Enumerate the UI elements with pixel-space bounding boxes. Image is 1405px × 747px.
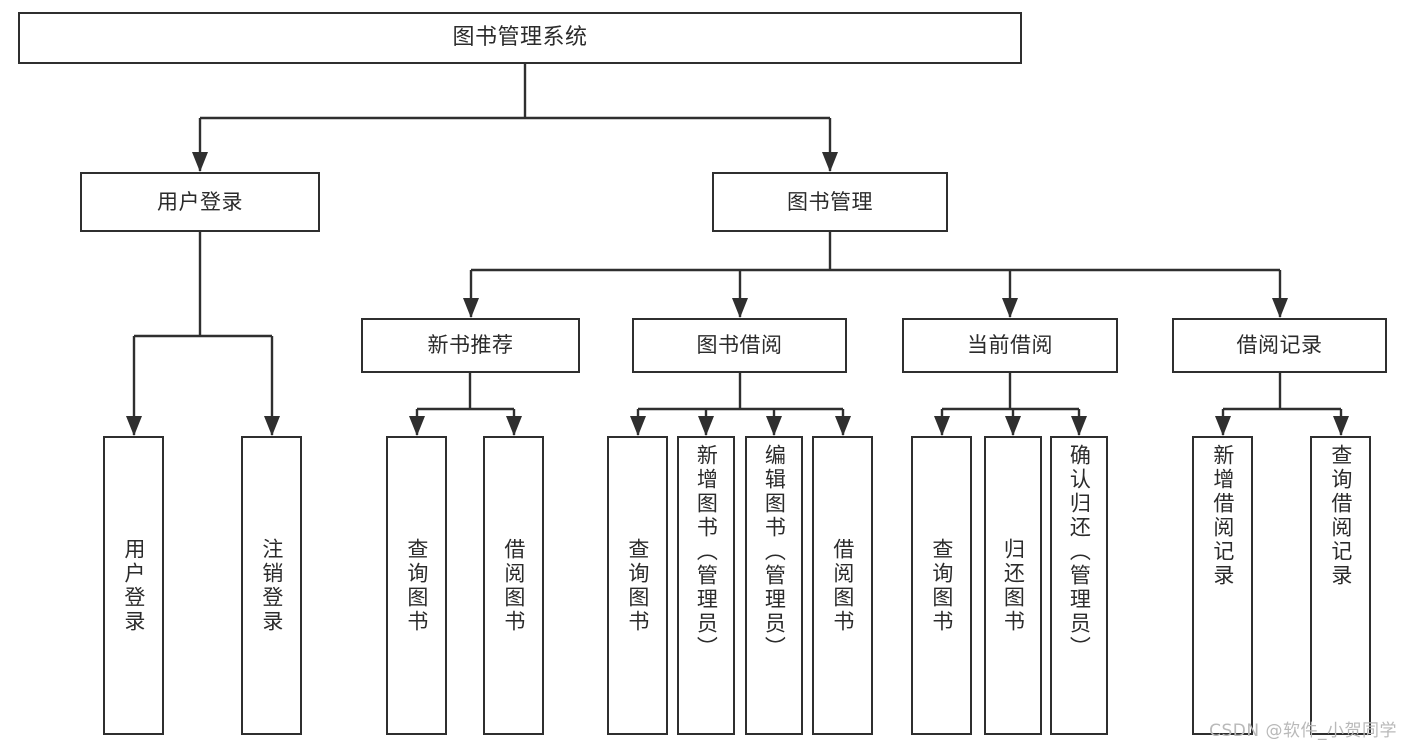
node-leaf-rec-borrow-book[interactable]: 借阅图书 bbox=[483, 436, 544, 735]
arrow-head-icon bbox=[698, 416, 714, 436]
node-leaf-borrow-add-book[interactable]: 新增图书（管理员） bbox=[677, 436, 735, 735]
node-label: 用户登录 bbox=[121, 537, 146, 634]
arrow-head-icon bbox=[732, 298, 748, 318]
node-label: 注销登录 bbox=[259, 537, 284, 634]
node-label: 借阅图书 bbox=[830, 537, 855, 634]
node-borrow-record[interactable]: 借阅记录 bbox=[1172, 318, 1387, 373]
arrow-head-icon bbox=[409, 416, 425, 436]
node-label: 借阅记录 bbox=[1236, 333, 1323, 358]
node-leaf-rec-add-record[interactable]: 新增借阅记录 bbox=[1192, 436, 1253, 735]
node-label: 借阅图书 bbox=[501, 537, 526, 634]
node-label: 用户登录 bbox=[157, 189, 243, 214]
node-label: 图书借阅 bbox=[696, 333, 783, 358]
node-leaf-rec-query-record[interactable]: 查询借阅记录 bbox=[1310, 436, 1371, 735]
node-label: 查询借阅记录 bbox=[1328, 444, 1353, 588]
node-leaf-user-login[interactable]: 用户登录 bbox=[103, 436, 164, 735]
arrow-head-icon bbox=[1215, 416, 1231, 436]
node-leaf-borrow-borrow-book[interactable]: 借阅图书 bbox=[812, 436, 873, 735]
node-label: 确认归还（管理员） bbox=[1067, 444, 1092, 660]
node-root[interactable]: 图书管理系统 bbox=[18, 12, 1022, 64]
node-label: 图书管理系统 bbox=[452, 25, 588, 51]
arrow-head-icon bbox=[822, 152, 838, 172]
arrow-head-icon bbox=[766, 416, 782, 436]
arrow-head-icon bbox=[1005, 416, 1021, 436]
arrow-head-icon bbox=[1071, 416, 1087, 436]
node-label: 新增借阅记录 bbox=[1210, 444, 1235, 588]
node-book-manage[interactable]: 图书管理 bbox=[712, 172, 948, 232]
node-leaf-borrow-edit-book[interactable]: 编辑图书（管理员） bbox=[745, 436, 803, 735]
node-leaf-borrow-query-book[interactable]: 查询图书 bbox=[607, 436, 668, 735]
arrow-head-icon bbox=[835, 416, 851, 436]
node-label: 查询图书 bbox=[625, 537, 650, 634]
node-leaf-user-logout[interactable]: 注销登录 bbox=[241, 436, 302, 735]
node-label: 查询图书 bbox=[404, 537, 429, 634]
node-label: 编辑图书（管理员） bbox=[762, 444, 787, 660]
arrow-head-icon bbox=[463, 298, 479, 318]
node-label: 查询图书 bbox=[929, 537, 954, 634]
node-label: 当前借阅 bbox=[967, 333, 1053, 358]
node-label: 新书推荐 bbox=[427, 333, 514, 358]
node-leaf-cur-query-book[interactable]: 查询图书 bbox=[911, 436, 972, 735]
arrow-head-icon bbox=[264, 416, 280, 436]
node-label: 新增图书（管理员） bbox=[694, 444, 719, 660]
arrow-head-icon bbox=[934, 416, 950, 436]
arrow-head-icon bbox=[192, 152, 208, 172]
arrow-head-icon bbox=[1333, 416, 1349, 436]
node-leaf-cur-return-book[interactable]: 归还图书 bbox=[984, 436, 1042, 735]
arrow-head-icon bbox=[1272, 298, 1288, 318]
arrow-head-icon bbox=[630, 416, 646, 436]
node-leaf-rec-query-book[interactable]: 查询图书 bbox=[386, 436, 447, 735]
node-label: 图书管理 bbox=[787, 189, 873, 214]
node-user-login[interactable]: 用户登录 bbox=[80, 172, 320, 232]
node-current-borrow[interactable]: 当前借阅 bbox=[902, 318, 1118, 373]
arrow-head-icon bbox=[126, 416, 142, 436]
node-book-borrow[interactable]: 图书借阅 bbox=[632, 318, 847, 373]
arrow-head-icon bbox=[1002, 298, 1018, 318]
node-label: 归还图书 bbox=[1001, 537, 1026, 634]
node-leaf-cur-confirm-return[interactable]: 确认归还（管理员） bbox=[1050, 436, 1108, 735]
arrow-head-icon bbox=[506, 416, 522, 436]
node-new-book-rec[interactable]: 新书推荐 bbox=[361, 318, 580, 373]
